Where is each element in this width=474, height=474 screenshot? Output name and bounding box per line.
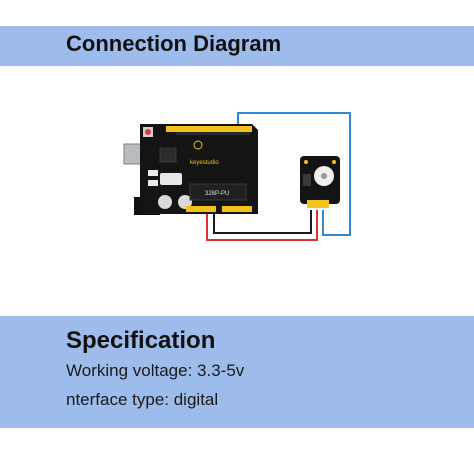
title-band [0,26,474,66]
microcontroller-chip [189,183,247,201]
board-brand-text: keyestudio [190,160,219,166]
wires [206,112,351,241]
spec-working-voltage: Working voltage: 3.3-5v [66,361,245,380]
buzzer-module [300,156,340,208]
signal-wire-blue [237,112,351,236]
chip-label: 328P-PU [205,191,229,197]
power-wire-red [206,210,318,241]
connection-diagram: keyestudio 328P-PU [123,112,351,241]
spec-interface-type: nterface type: digital [66,390,219,409]
page-title: Connection Diagram [66,31,282,56]
ground-wire-black [213,210,312,234]
arduino-board: keyestudio 328P-PU [123,124,258,215]
specification-band [0,316,474,428]
specification-heading: Specification [66,327,216,354]
